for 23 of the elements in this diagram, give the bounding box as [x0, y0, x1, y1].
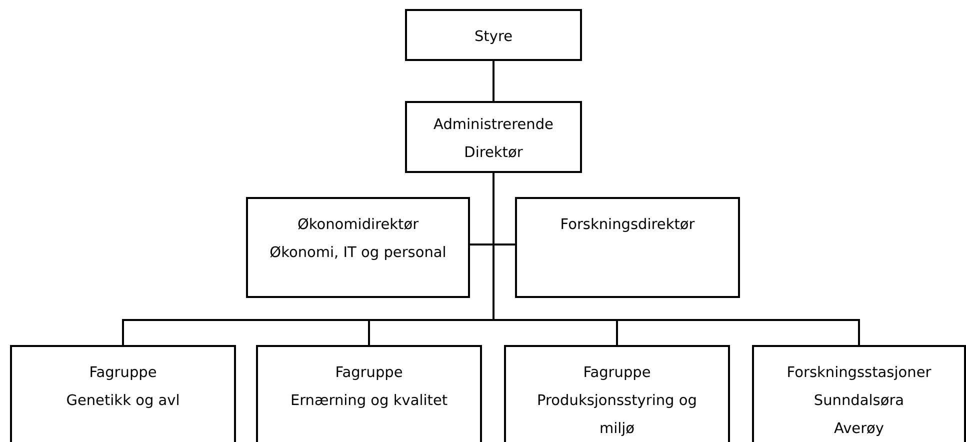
org-box [752, 345, 966, 442]
box-label: Genetikk og avl [66, 392, 180, 411]
box-label: Forskningsstasjoner [786, 364, 932, 383]
box-label: Økonomi, IT og personal [270, 244, 446, 263]
box-label: Fagruppe [583, 364, 651, 383]
org-box [515, 197, 740, 298]
box-label: Administrerende Direktør [432, 116, 554, 163]
org-box [256, 345, 482, 442]
org-box [405, 9, 582, 61]
box-label: Styre [474, 28, 513, 47]
box-label: Fagruppe [89, 364, 157, 383]
box-label: Sunndalsøra [814, 392, 904, 411]
box-label: Ernærning og kvalitet [290, 392, 448, 411]
box-label: Produksjonsstyring og miljø [536, 392, 698, 439]
box-label: Averøy [834, 420, 884, 439]
box-label: Forskningsdirektør [560, 216, 695, 235]
org-box [504, 345, 730, 442]
org-box [246, 197, 470, 298]
org-box [10, 345, 236, 442]
box-label: Fagruppe [335, 364, 403, 383]
box-label: Økonomidirektør [297, 216, 419, 235]
connector-line [492, 61, 494, 101]
org-box [405, 101, 582, 173]
